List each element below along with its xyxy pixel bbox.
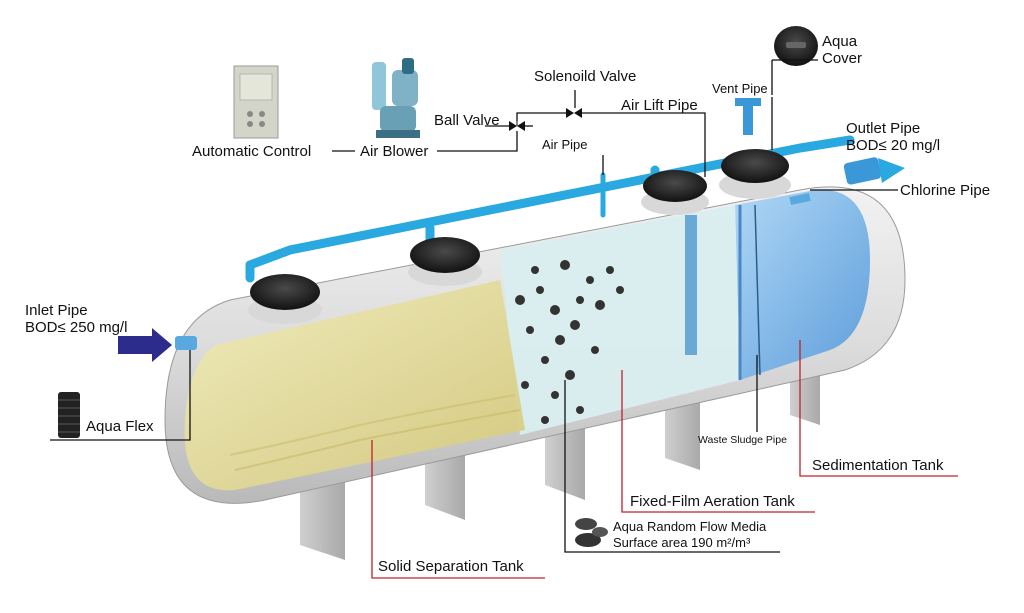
aqua-cover-line2: Cover <box>822 50 863 68</box>
inlet-pipe-line2: BOD≤ 250 mg/l <box>25 319 128 337</box>
ball-valve-icon <box>509 120 525 131</box>
outlet-pipe-line1: Outlet Pipe <box>846 120 921 137</box>
sedimentation-tank-label: Sedimentation Tank <box>812 457 944 474</box>
random-flow-media-label: Aqua Random Flow Media <box>613 519 767 534</box>
manhole-covers <box>248 149 791 324</box>
aqua-cover-label: Aqua Cover <box>822 33 862 68</box>
random-flow-media <box>515 260 624 424</box>
waste-sludge-pipe-label: Waste Sludge Pipe <box>698 434 787 446</box>
solenoid-valve-label: Solenoild Valve <box>534 68 637 85</box>
inlet-pipe-label: Inlet Pipe BOD≤ 250 mg/l <box>25 302 127 337</box>
aqua-flex-label: Aqua Flex <box>86 418 154 435</box>
leader-lines-black <box>50 59 898 553</box>
leader-lines-red <box>371 340 958 579</box>
solenoid-valve-icon <box>566 108 582 118</box>
air-pipe-label: Air Pipe <box>542 137 588 152</box>
vent-pipe-label: Vent Pipe <box>712 81 768 96</box>
random-flow-media-icon <box>575 518 608 547</box>
chlorine-pipe-label: Chlorine Pipe <box>900 182 991 199</box>
ball-valve-label: Ball Valve <box>434 112 500 129</box>
solid-separation-chamber <box>184 280 526 491</box>
air-blower-label: Air Blower <box>360 143 429 160</box>
sedimentation-chamber <box>735 189 870 380</box>
automatic-control-cabinet <box>233 65 279 139</box>
aeration-chamber <box>500 205 740 435</box>
inlet-pipe-line1: Inlet Pipe <box>25 302 88 319</box>
inlet-pipe <box>118 328 197 362</box>
aqua-cover-line1: Aqua <box>822 33 858 50</box>
fixed-film-aeration-tank-label: Fixed-Film Aeration Tank <box>630 493 795 510</box>
vent-pipe <box>735 98 761 135</box>
solid-separation-tank-label: Solid Separation Tank <box>378 558 524 575</box>
outlet-pipe <box>843 157 905 185</box>
air-lift-pipe-label: Air Lift Pipe <box>621 97 698 114</box>
outlet-pipe-line2: BOD≤ 20 mg/l <box>846 137 941 155</box>
surface-area-label: Surface area 190 m²/m³ <box>613 535 751 550</box>
automatic-control-label: Automatic Control <box>192 143 312 160</box>
outlet-pipe-label: Outlet Pipe BOD≤ 20 mg/l <box>846 120 940 155</box>
aqua-cover-icon <box>774 26 818 66</box>
air-blower <box>372 58 420 138</box>
aqua-flex-icon <box>58 392 80 438</box>
